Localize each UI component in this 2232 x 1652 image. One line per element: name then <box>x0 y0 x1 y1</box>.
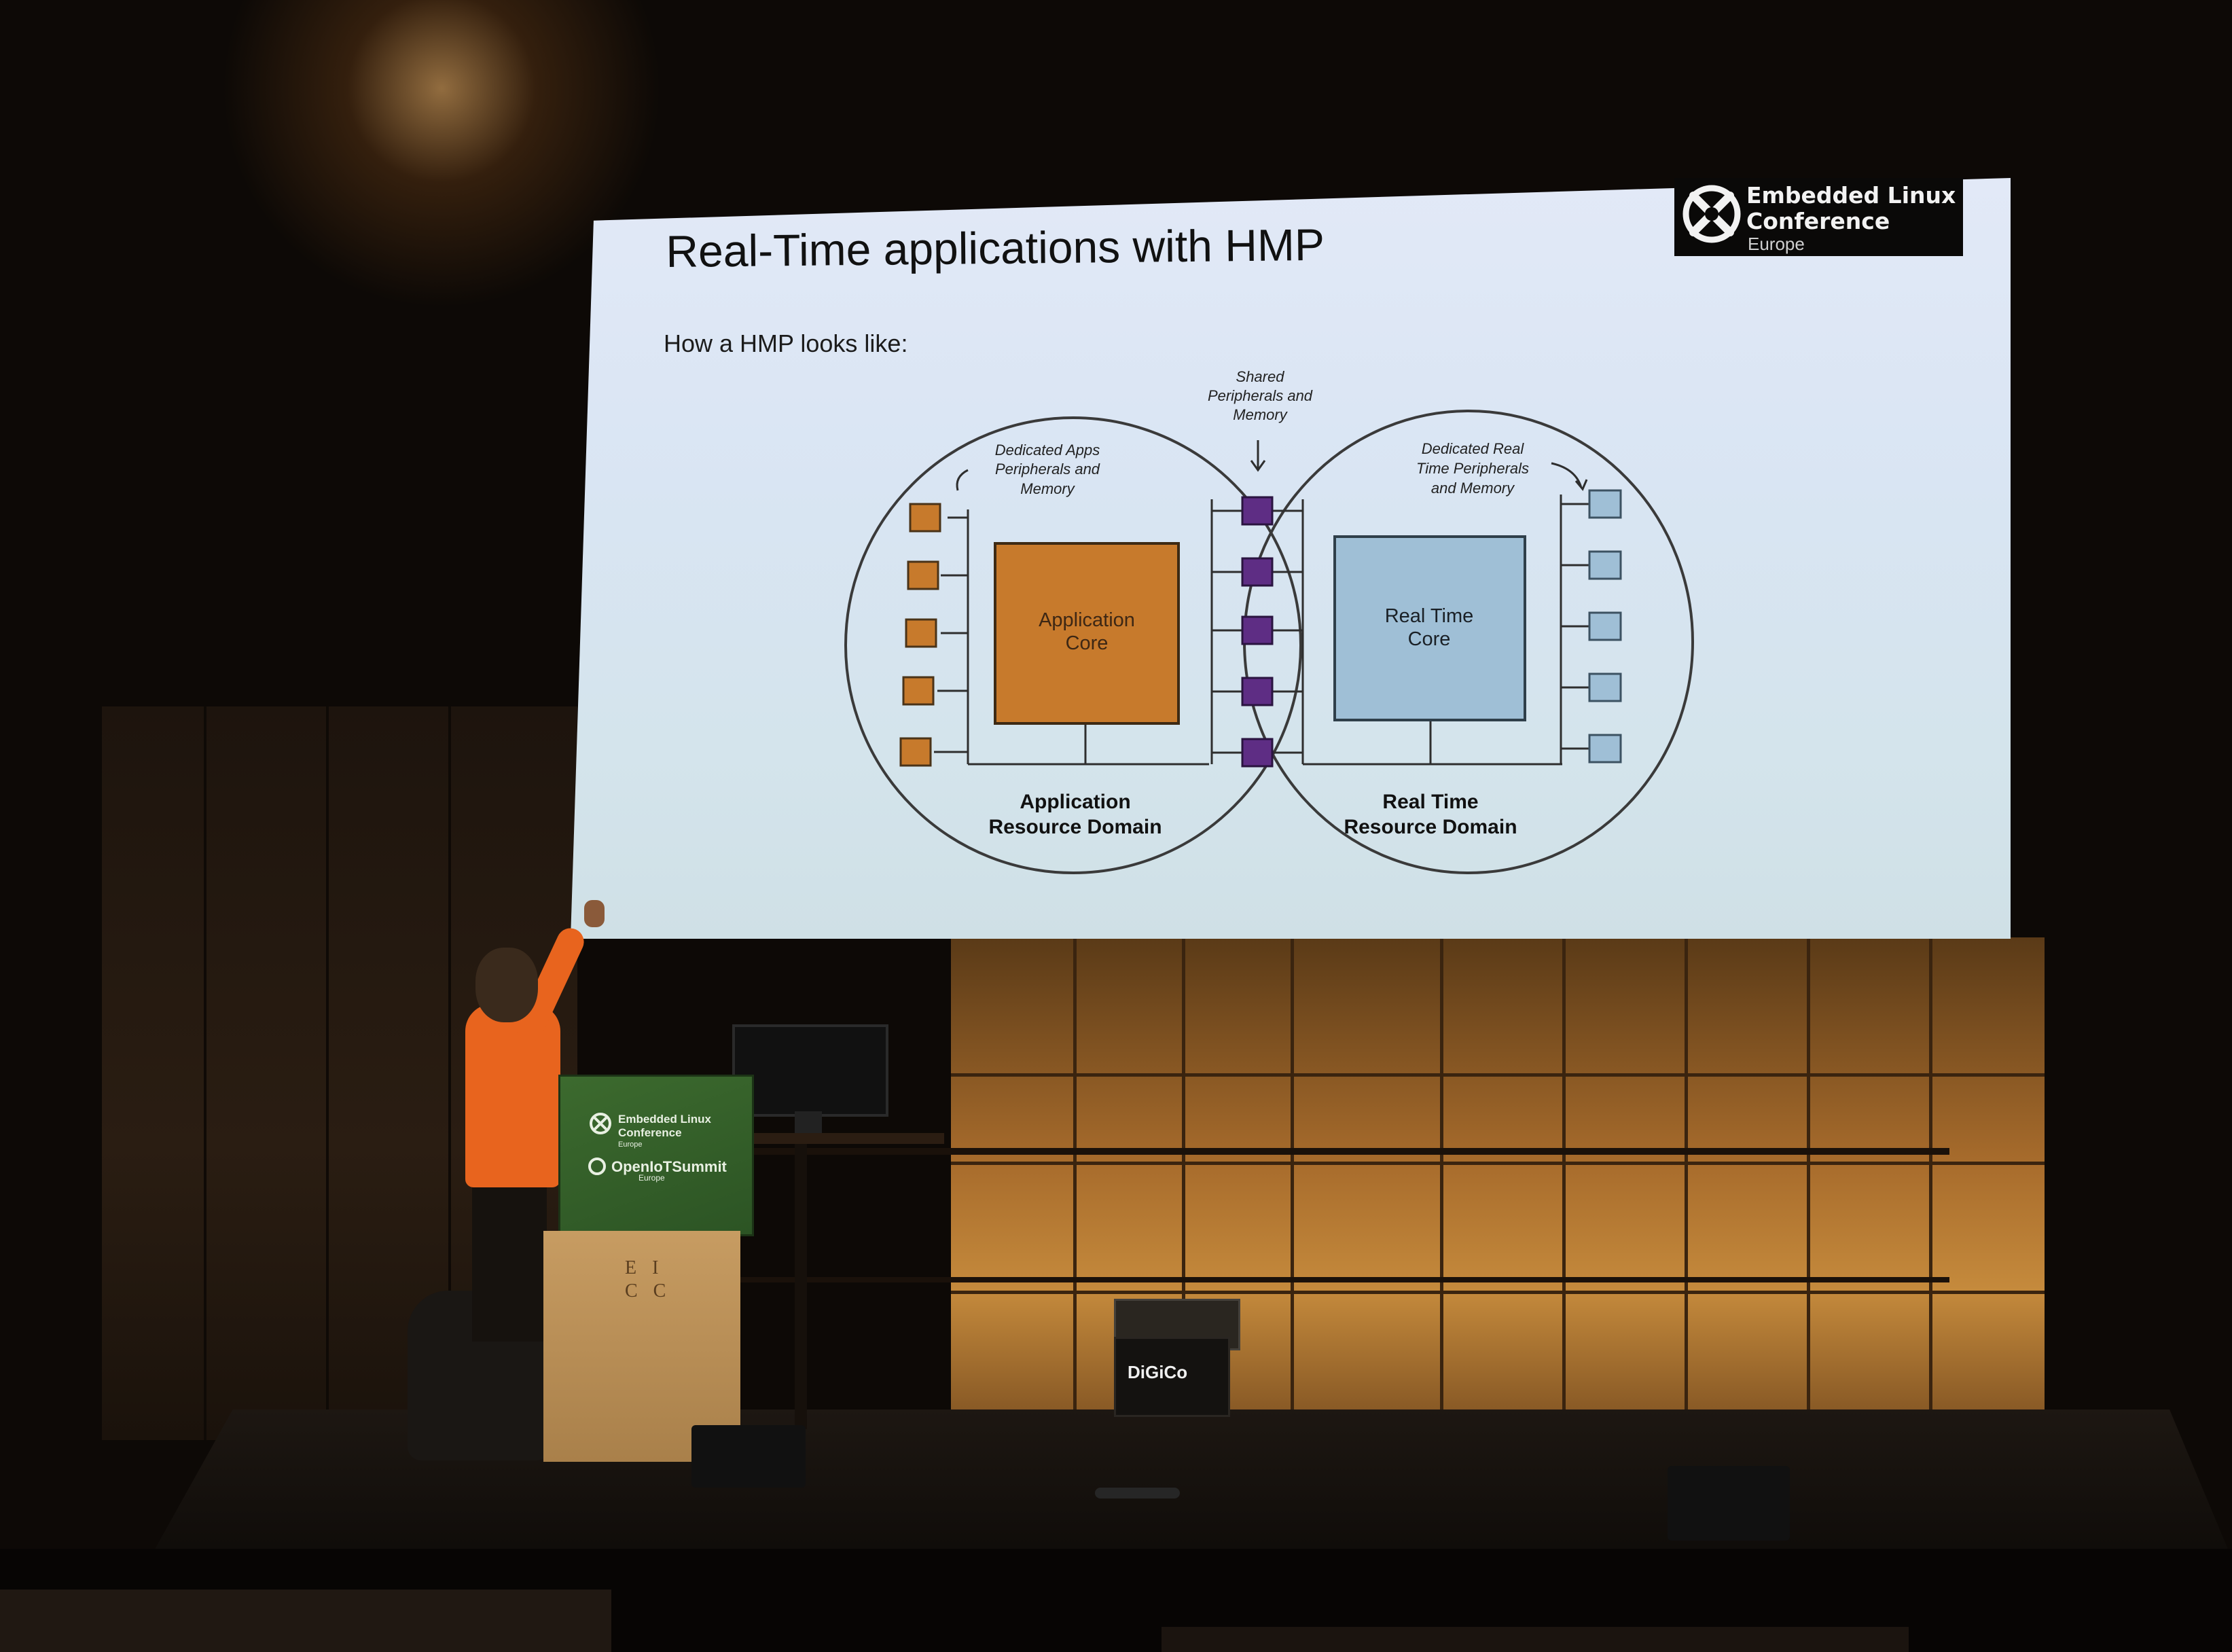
confidence-monitor <box>732 1024 888 1117</box>
real-time-core-block <box>1333 535 1526 721</box>
real-time-peripherals <box>1588 489 1622 764</box>
real-time-peripheral <box>1588 734 1622 764</box>
application-domain-label-line1: Application <box>1020 791 1130 813</box>
application-peripheral <box>905 618 937 648</box>
podium-summit-region: Europe <box>638 1173 665 1183</box>
speaker-head <box>475 948 538 1022</box>
speaker-legs <box>472 1185 547 1342</box>
speaker-orange-shirt <box>465 1004 560 1187</box>
application-peripheral <box>909 503 941 533</box>
application-core-label-line2: Core <box>1066 632 1109 654</box>
shared-peripheral <box>1241 677 1274 706</box>
podium-logo-icon <box>590 1113 611 1134</box>
shared-peripheral <box>1241 615 1274 645</box>
podium-line2: Conference <box>618 1126 682 1139</box>
conference-logo: Embedded Linux Conference Europe <box>1674 178 1963 256</box>
conference-logo-line2: Conference <box>1746 208 1890 234</box>
conference-logo-icon <box>1682 185 1741 243</box>
monitor-wedge-left <box>691 1425 806 1488</box>
speaker-hand-with-clicker <box>584 900 605 927</box>
openiot-logo-icon <box>588 1157 606 1175</box>
real-time-domain-label-line1: Real Time <box>1382 791 1478 813</box>
conference-logo-line3: Europe <box>1748 234 1805 254</box>
application-domain-label-line2: Resource Domain <box>988 816 1162 838</box>
real-time-core-label-line2: Core <box>1408 628 1451 650</box>
shared-peripheral <box>1241 496 1274 526</box>
real-time-peripheral <box>1588 672 1622 702</box>
podium-body <box>543 1231 740 1462</box>
real-time-core-label-line1: Real Time <box>1385 605 1474 627</box>
venue-mark: E I C C <box>625 1257 672 1301</box>
application-domain-circle <box>844 416 1302 874</box>
application-core-label-line1: Application <box>1039 609 1135 631</box>
podium-line3: Europe <box>618 1141 643 1149</box>
rt-peripherals-label-line1: Dedicated Real <box>1422 440 1525 457</box>
shared-label-line2: Peripherals and <box>1208 387 1313 404</box>
projection-screen <box>571 178 2011 939</box>
application-peripheral <box>899 737 932 767</box>
shared-label-line1: Shared <box>1236 368 1285 385</box>
apps-peripherals-label-line2: Peripherals and <box>995 461 1100 478</box>
front-table <box>0 1590 611 1652</box>
podium-sign <box>558 1075 754 1236</box>
application-core-block <box>994 542 1180 725</box>
application-peripheral <box>907 560 939 590</box>
console-brand: DiGiCo <box>1128 1362 1188 1382</box>
rt-peripherals-label-line3: and Memory <box>1431 480 1515 497</box>
stage-railing <box>734 1148 1949 1155</box>
shared-peripheral <box>1241 738 1274 768</box>
shared-peripheral <box>1241 557 1274 587</box>
rt-peripherals-label-line2: Time Peripherals <box>1416 460 1529 477</box>
side-table <box>740 1133 944 1144</box>
stage-rack <box>1114 1337 1230 1417</box>
real-time-domain-label-line2: Resource Domain <box>1344 816 1517 838</box>
real-time-peripheral <box>1588 489 1622 519</box>
apps-peripherals-label-line3: Memory <box>1020 480 1075 497</box>
shared-peripherals <box>1241 496 1274 768</box>
real-time-peripheral <box>1588 611 1622 641</box>
podium-summit: OpenIoTSummit <box>611 1158 727 1175</box>
slide-subtitle: How a HMP looks like: <box>664 329 908 357</box>
application-peripherals <box>899 503 941 767</box>
apps-peripherals-label-line1: Dedicated Apps <box>995 442 1100 459</box>
microphone-on-stage <box>1095 1488 1180 1498</box>
real-time-peripheral <box>1588 550 1622 580</box>
podium-line1: Embedded Linux <box>618 1113 711 1126</box>
application-peripheral <box>902 676 935 706</box>
front-table-right <box>1162 1627 1909 1652</box>
monitor-wedge-right <box>1668 1466 1790 1541</box>
shared-label-line3: Memory <box>1233 406 1288 423</box>
conference-logo-line1: Embedded Linux <box>1746 182 1956 209</box>
